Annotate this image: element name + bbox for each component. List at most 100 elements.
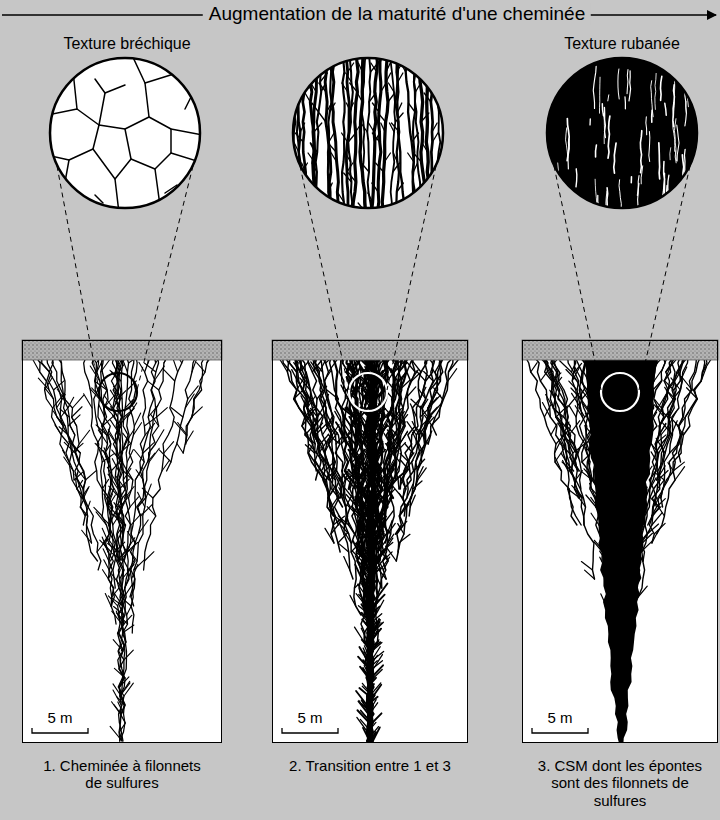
scale-label: 5 m <box>31 709 89 726</box>
veinlet-branch <box>448 203 453 212</box>
sulfide-veinlet <box>524 354 577 525</box>
veinlet-branch <box>305 63 313 72</box>
veinlet-branch <box>413 481 422 489</box>
veinlet-branch <box>369 123 375 132</box>
sulfide-veinlet <box>649 354 688 543</box>
veinlet-branch <box>305 93 310 102</box>
veinlet-branch <box>346 390 356 399</box>
veinlet-branch <box>657 499 666 507</box>
sulfide-veinlet <box>111 354 119 552</box>
veinlet-branch <box>312 163 317 172</box>
sulfide-veinlet <box>532 354 581 525</box>
veinlet-branch <box>294 391 302 399</box>
veinlet <box>446 52 448 212</box>
veinlet-branch <box>564 430 574 444</box>
veinlet-branch <box>122 439 128 453</box>
veinlet-branch <box>365 656 371 669</box>
sulfide-veinlet <box>42 354 85 525</box>
band-streak <box>624 97 626 109</box>
panel-ground <box>272 340 468 743</box>
sample-circle <box>601 373 639 411</box>
sulfide-veinlet <box>553 354 580 471</box>
veinlet-branch <box>121 495 129 507</box>
veinlet-branch <box>116 492 127 507</box>
veinlet-branch <box>342 83 348 92</box>
veinlet-branch <box>372 133 379 142</box>
veinlet-branch <box>675 467 685 480</box>
breccia-fracture <box>171 153 203 163</box>
veinlet-branch <box>135 468 142 480</box>
veinlet-branch <box>652 507 661 516</box>
magnifier-circle <box>547 58 697 208</box>
band-streak <box>604 114 605 144</box>
veinlet-branch <box>582 452 592 462</box>
veinlet-branch <box>562 462 572 471</box>
veinlet-branch <box>368 193 373 202</box>
band-streak <box>619 180 622 216</box>
sulfide-veinlet <box>552 354 582 489</box>
band-streak <box>595 179 597 203</box>
texture-ground <box>546 57 698 209</box>
veinlet-branch <box>372 183 378 192</box>
veinlet-branch <box>177 443 184 453</box>
veinlet-branch <box>191 407 202 417</box>
sulfide-veinlet <box>652 354 685 516</box>
veinlet-branch <box>677 433 683 444</box>
band-streak <box>637 183 638 195</box>
sulfide-veinlet <box>404 354 440 516</box>
sulfide-veinlet <box>398 354 446 552</box>
veinlet-branch <box>300 193 306 202</box>
scale-label: 5 m <box>281 709 339 726</box>
veinlet-branch <box>107 467 115 480</box>
sulfide-veinlet <box>92 354 114 606</box>
veinlet-branch <box>420 387 426 399</box>
veinlet-branch <box>121 597 131 606</box>
veinlet <box>360 52 365 212</box>
band-streak <box>648 131 650 161</box>
magnifier-circle <box>50 58 200 208</box>
veinlet-branch <box>327 507 334 516</box>
band-streak <box>655 73 656 109</box>
veinlet <box>328 52 332 212</box>
veinlet-branch <box>396 469 408 480</box>
breccia-fracture <box>73 53 85 109</box>
veinlet-branch <box>386 63 390 72</box>
veinlet-branch <box>324 371 331 381</box>
veinlet-branch <box>368 684 374 696</box>
veinlet-branch <box>405 387 416 399</box>
veinlet-branch <box>656 406 668 417</box>
sulfide-veinlet <box>34 354 65 453</box>
veinlet-branch <box>69 424 75 435</box>
sulfide-veinlet <box>300 354 338 525</box>
sulfide-veinlet <box>91 354 113 606</box>
veinlet-branch <box>448 369 457 381</box>
sulfide-veinlet <box>332 354 351 489</box>
breccia-fracture <box>99 85 125 125</box>
band-streak <box>675 151 677 163</box>
veinlet-branch <box>325 528 334 543</box>
transition-texture <box>276 52 454 212</box>
magnifier-circle <box>293 58 443 208</box>
veinlet-branch <box>439 63 445 72</box>
veinlet-branch <box>652 531 658 543</box>
veinlet-branch <box>154 366 164 381</box>
breccia-fracture <box>131 129 171 169</box>
veinlet-branch <box>555 457 561 471</box>
chimney-panel: 5 m3. CSM dont les épontes sont des filo… <box>522 340 718 743</box>
veinlet-branch <box>112 450 122 462</box>
sulfide-veinlet <box>47 354 74 480</box>
veinlet-branch <box>361 123 367 132</box>
cap-band <box>22 340 222 360</box>
veinlet-branch <box>116 611 121 624</box>
veinlet-branch <box>313 361 323 372</box>
breccia-fracture <box>99 117 203 135</box>
title: Augmentation de la maturité d'une chemin… <box>203 3 591 25</box>
veinlet-branch <box>197 363 205 372</box>
veinlet-branch <box>350 83 358 92</box>
veinlet-branch <box>157 408 168 417</box>
veinlet-branch <box>422 399 427 408</box>
veinlet-branch <box>338 533 347 543</box>
veinlet-branch <box>350 595 356 606</box>
veinlet-branch <box>328 183 332 192</box>
veinlet-branch <box>315 414 325 426</box>
